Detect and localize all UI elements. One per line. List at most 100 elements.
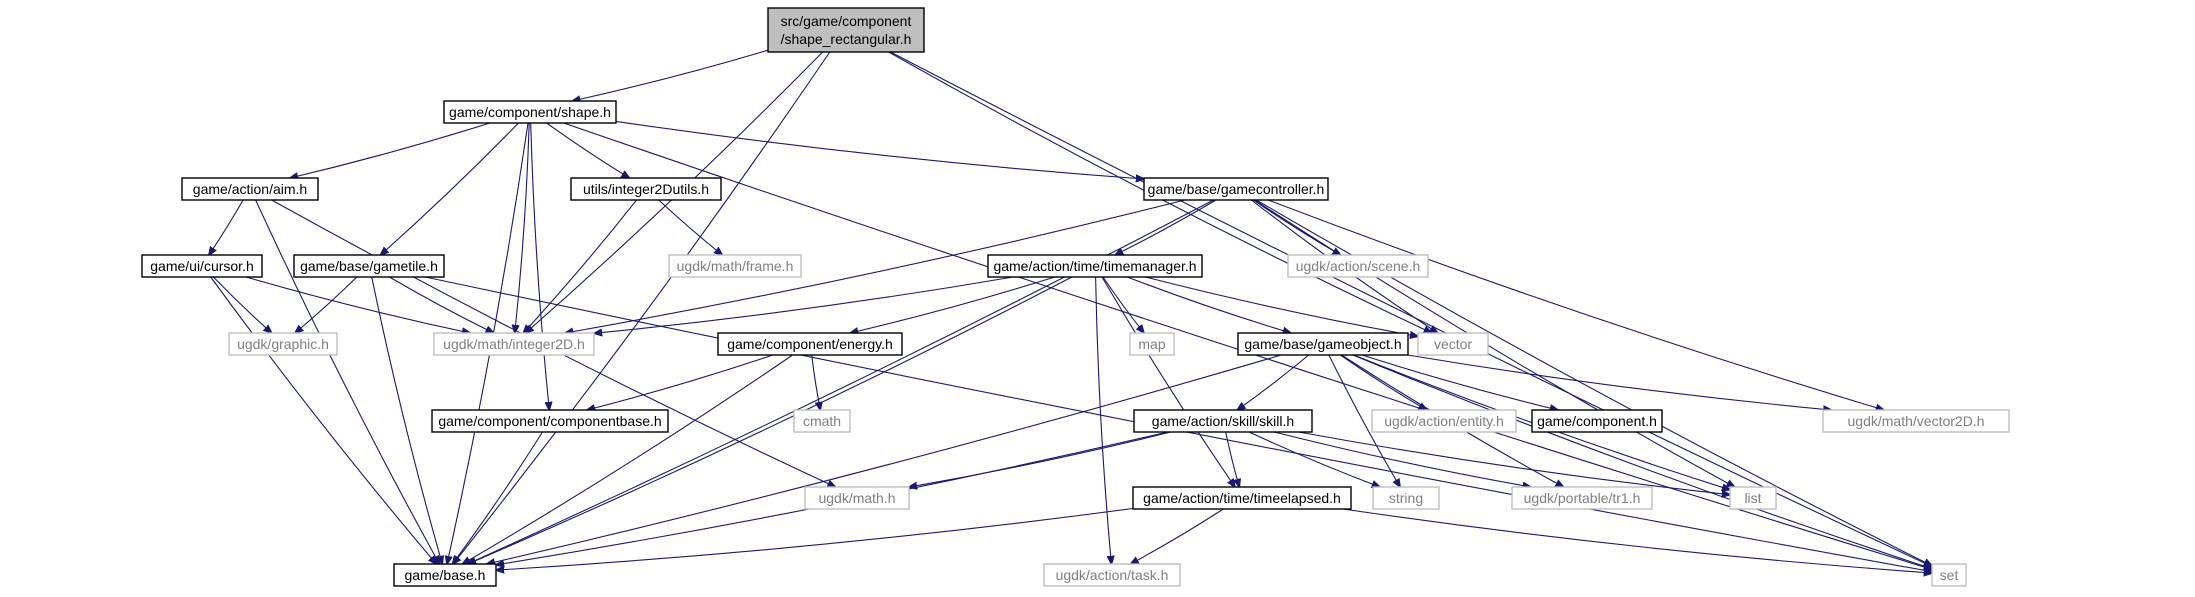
node-map: map (1129, 332, 1175, 356)
edge-shape-to-componentbase (530, 122, 550, 410)
node-graphic: ugdk/graphic.h (228, 332, 338, 356)
node-box-vector (1417, 332, 1489, 356)
node-skill[interactable]: game/action/skill/skill.h (1133, 409, 1313, 433)
node-cursor[interactable]: game/ui/cursor.h (141, 254, 263, 278)
node-componentbase[interactable]: game/component/componentbase.h (431, 409, 669, 433)
node-ugdkmath: ugdk/math.h (804, 486, 910, 510)
node-shape[interactable]: game/component/shape.h (443, 100, 617, 124)
node-label-cursor: game/ui/cursor.h (150, 258, 254, 274)
edge-cursor-to-graphic (213, 276, 271, 333)
edge-gameobject-to-entity (1339, 354, 1426, 410)
edge-gameobject-to-string (1328, 354, 1400, 487)
edge-timemanager-to-map (1102, 276, 1144, 333)
edge-gameobject-to-skill (1237, 354, 1310, 410)
node-label-entity: ugdk/action/entity.h (1384, 413, 1504, 429)
node-gamecontroller[interactable]: game/base/gamecontroller.h (1143, 177, 1329, 201)
edge-timeelapsed-to-set (1342, 508, 1932, 573)
node-gametile[interactable]: game/base/gametile.h (293, 254, 445, 278)
node-box-aim (181, 177, 319, 201)
node-int2dutils[interactable]: utils/integer2Dutils.h (570, 177, 722, 201)
edge-timemanager-to-timeelapsed (1101, 276, 1235, 487)
node-label-graphic: ugdk/graphic.h (237, 336, 329, 352)
edge-cursor-to-integer2d (245, 276, 470, 333)
node-vector: vector (1417, 332, 1489, 356)
node-root[interactable]: src/game/component/shape_rectangular.h (767, 7, 925, 53)
node-aim[interactable]: game/action/aim.h (181, 177, 319, 201)
node-box-task (1043, 563, 1181, 587)
edge-timemanager-to-gameobject (1127, 276, 1291, 333)
edge-gameobject-to-set (1352, 354, 1932, 569)
node-scene: ugdk/action/scene.h (1287, 254, 1429, 278)
edge-energy-to-cmath (811, 354, 821, 410)
node-label-scene: ugdk/action/scene.h (1296, 258, 1421, 274)
edge-cursor-to-base (210, 276, 437, 564)
node-box-component (1531, 409, 1663, 433)
node-box-string (1372, 486, 1440, 510)
node-label-frame: ugdk/math/frame.h (677, 258, 794, 274)
node-box-ugdkmath (804, 486, 910, 510)
edge-energy-to-base (462, 354, 793, 564)
node-label-tr1: ugdk/portable/tr1.h (1524, 490, 1641, 506)
node-box-skill (1133, 409, 1313, 433)
node-label-integer2d: ugdk/math/integer2D.h (443, 336, 585, 352)
node-label-set: set (1940, 567, 1959, 583)
edge-energy-to-componentbase (587, 354, 774, 410)
node-timeelapsed[interactable]: game/action/time/timeelapsed.h (1132, 486, 1352, 510)
node-energy[interactable]: game/component/energy.h (717, 332, 903, 356)
node-label-aim: game/action/aim.h (193, 181, 307, 197)
edge-aim-to-cursor (209, 199, 244, 255)
node-box-frame (668, 254, 802, 278)
node-box-list (1729, 486, 1777, 510)
edge-aim-to-base (255, 199, 440, 564)
node-component[interactable]: game/component.h (1531, 409, 1663, 433)
node-frame: ugdk/math/frame.h (668, 254, 802, 278)
node-timemanager[interactable]: game/action/time/timemanager.h (987, 254, 1203, 278)
node-label-string: string (1389, 490, 1423, 506)
edge-skill-to-ugdkmath (909, 431, 1171, 487)
node-box-timeelapsed (1132, 486, 1352, 510)
node-label-shape: game/component/shape.h (449, 104, 611, 120)
node-entity: ugdk/action/entity.h (1371, 409, 1517, 433)
node-box-vector2d (1822, 409, 2010, 433)
node-label-int2dutils: utils/integer2Dutils.h (583, 181, 709, 197)
node-label-component: game/component.h (1537, 413, 1657, 429)
node-label-gametile: game/base/gametile.h (300, 258, 438, 274)
node-label-task: ugdk/action/task.h (1056, 567, 1169, 583)
node-list: list (1729, 486, 1777, 510)
node-label-timeelapsed: game/action/time/timeelapsed.h (1143, 490, 1341, 506)
node-label-root-line-1: /shape_rectangular.h (781, 31, 912, 47)
node-label-base: game/base.h (405, 567, 486, 583)
node-vector2d: ugdk/math/vector2D.h (1822, 409, 2010, 433)
edge-shape-to-gamecontroller (615, 120, 1144, 179)
edge-root-to-base (453, 51, 831, 564)
node-integer2d: ugdk/math/integer2D.h (433, 332, 595, 356)
node-box-base (393, 563, 497, 587)
node-label-list: list (1744, 490, 1761, 506)
node-box-energy (717, 332, 903, 356)
node-label-gameobject: game/base/gameobject.h (1244, 336, 1401, 352)
node-box-gamecontroller (1143, 177, 1329, 201)
node-label-map: map (1138, 336, 1165, 352)
edge-gameobject-to-base (487, 354, 1282, 564)
node-base[interactable]: game/base.h (393, 563, 497, 587)
node-box-root (767, 7, 925, 53)
node-box-timemanager (987, 254, 1203, 278)
node-gameobject[interactable]: game/base/gameobject.h (1237, 332, 1409, 356)
node-label-gamecontroller: game/base/gamecontroller.h (1148, 181, 1325, 197)
edge-timemanager-to-energy (850, 276, 1055, 333)
node-box-cmath (793, 409, 851, 433)
node-box-tr1 (1511, 486, 1653, 510)
edge-skill-to-tr1 (1274, 431, 1530, 487)
node-label-cmath: cmath (803, 413, 841, 429)
edge-root-to-set (890, 51, 1933, 567)
edge-int2dutils-to-integer2d (523, 199, 638, 333)
node-cmath: cmath (793, 409, 851, 433)
node-label-root-line-0: src/game/component (781, 13, 912, 29)
edge-root-to-shape (572, 49, 769, 101)
edge-timeelapsed-to-task (1131, 508, 1224, 564)
edge-gametile-to-base (371, 276, 443, 564)
edge-gameobject-to-vector2d (1407, 354, 1832, 410)
node-box-entity (1371, 409, 1517, 433)
edge-timemanager-to-task (1095, 276, 1112, 564)
edge-componentbase-to-base (453, 431, 543, 564)
